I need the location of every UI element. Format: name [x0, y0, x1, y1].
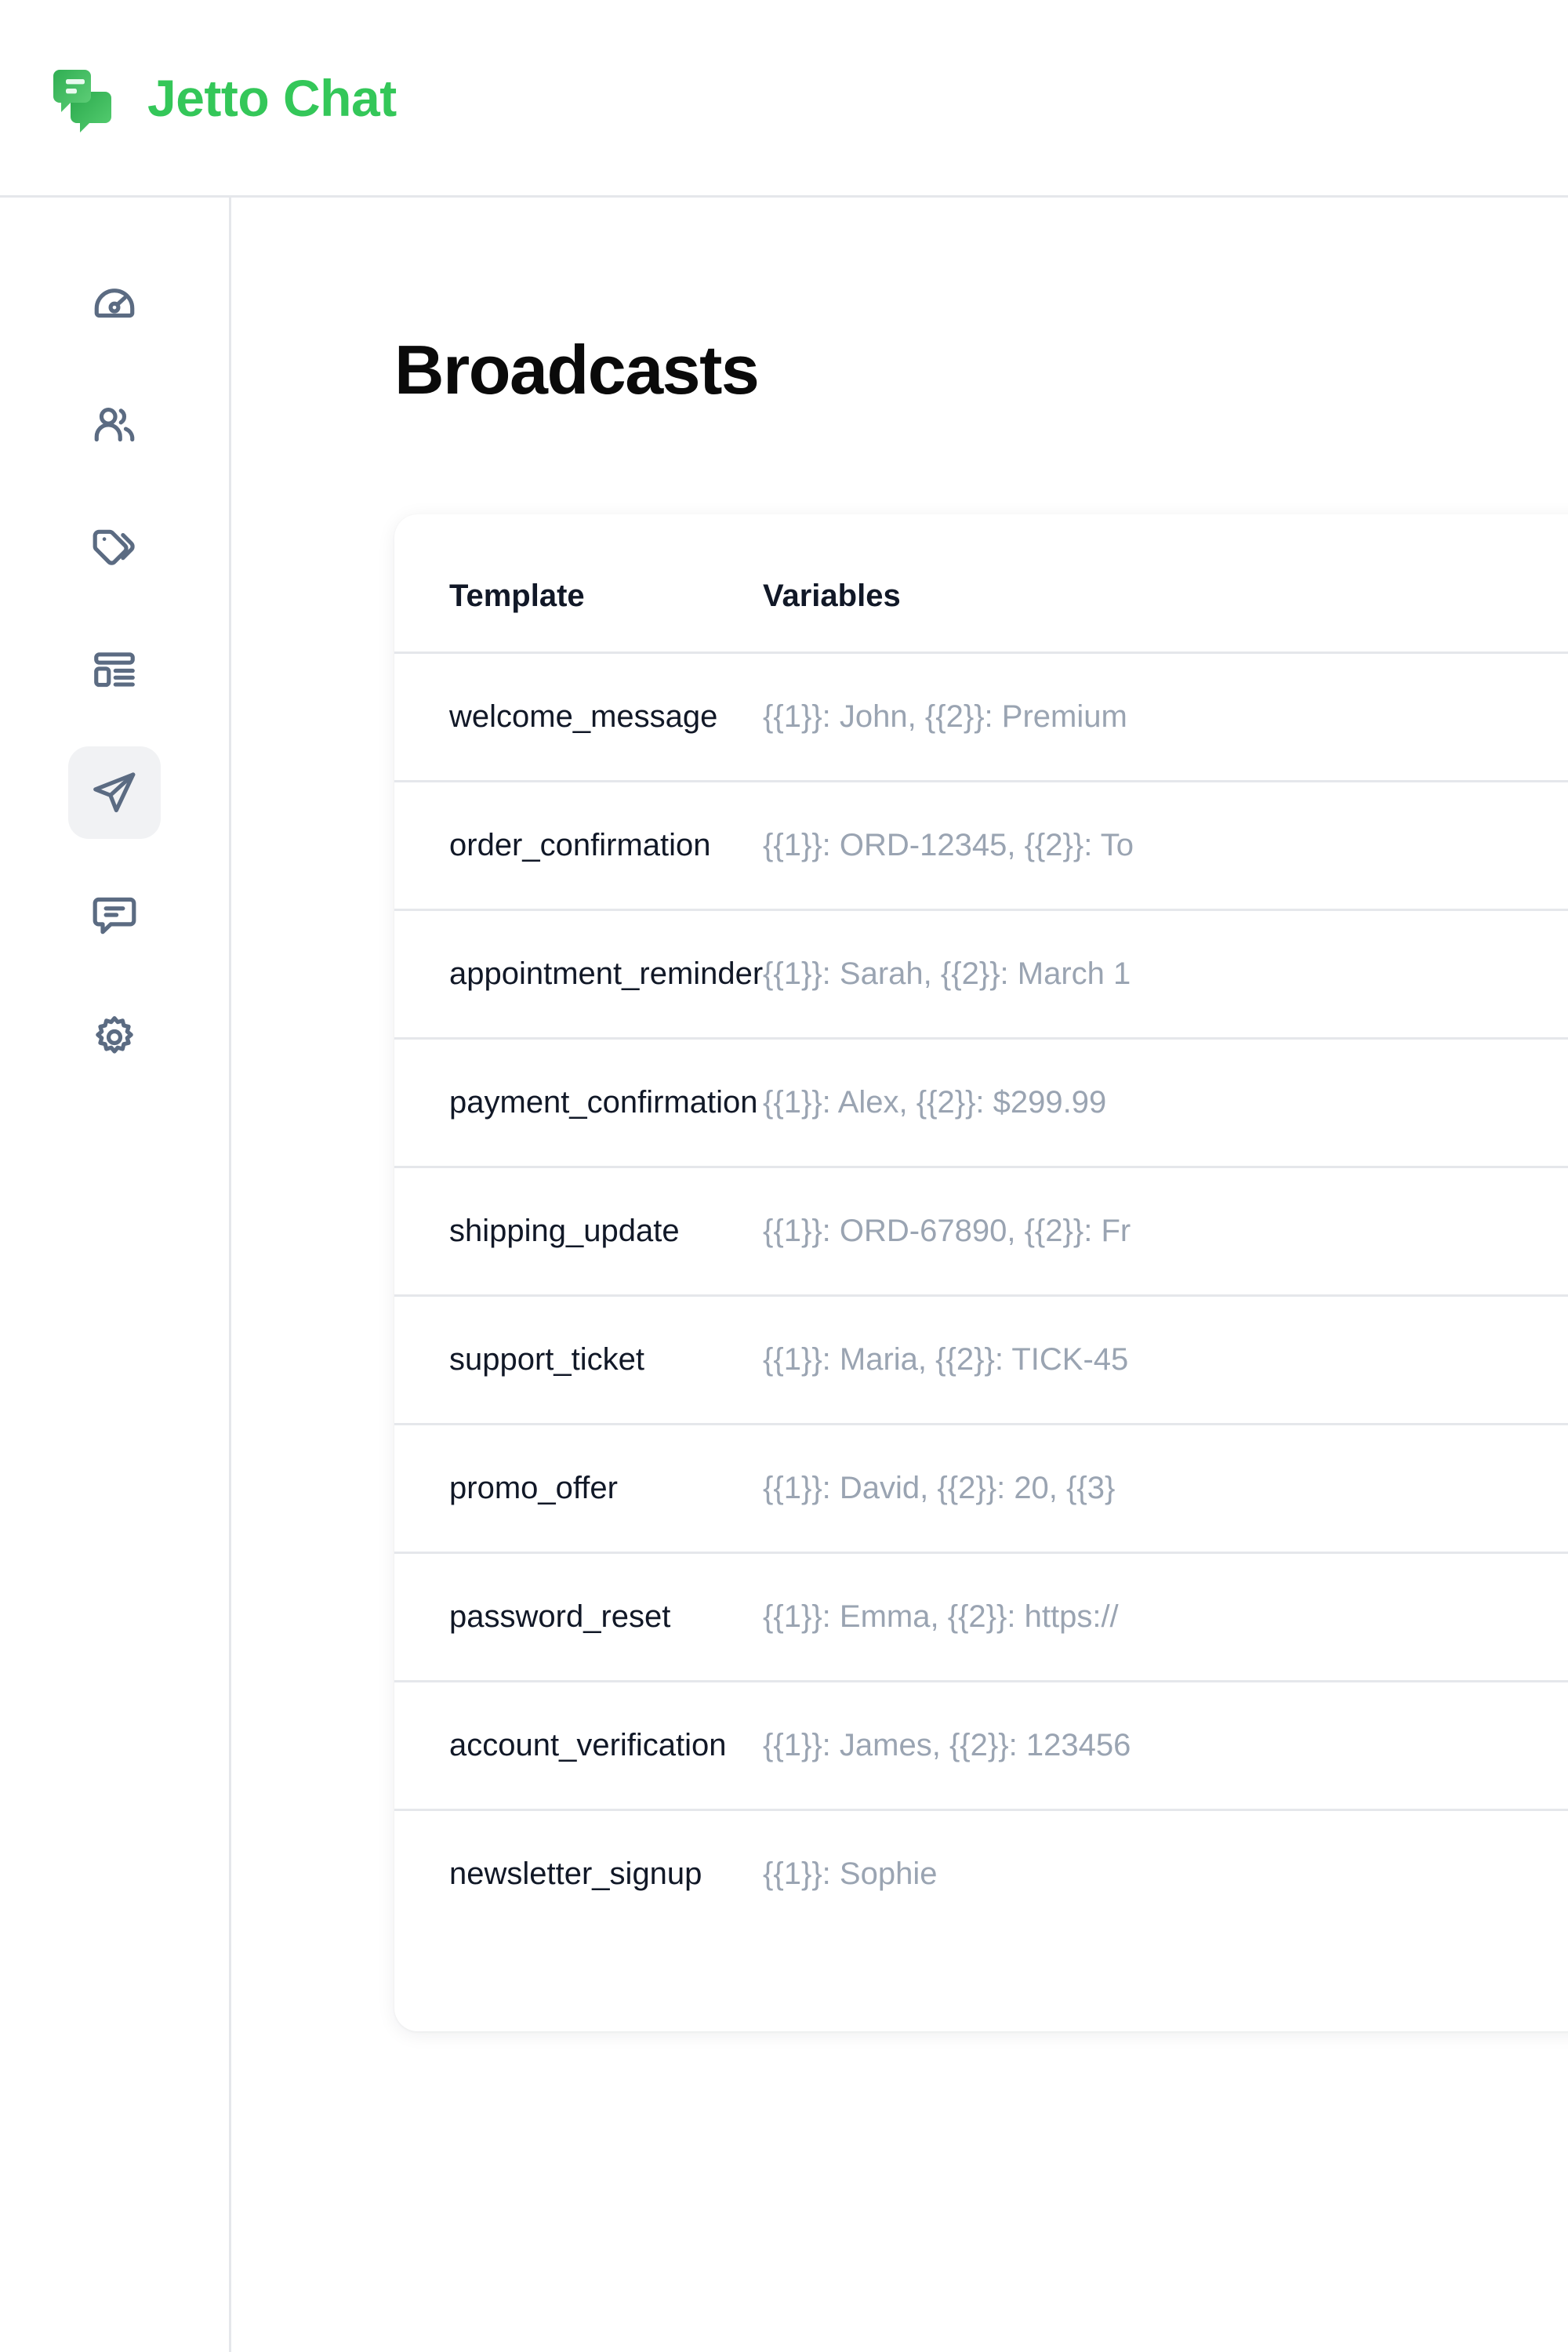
templates-table: Template Variables welcome_message{{1}}:… [394, 514, 1568, 1937]
sidebar-item-settings[interactable] [68, 991, 161, 1083]
table-row[interactable]: account_verification{{1}}: James, {{2}}:… [394, 1681, 1568, 1811]
cell-variables: {{1}}: John, {{2}}: Premium [763, 652, 1568, 782]
cell-variables: {{1}}: Sarah, {{2}}: March 1 [763, 909, 1568, 1040]
cell-template-name: account_verification [394, 1681, 763, 1811]
cell-variables: {{1}}: ORD-67890, {{2}}: Fr [763, 1167, 1568, 1297]
cell-variables: {{1}}: Sophie [763, 1857, 938, 1891]
sidebar-item-dashboard[interactable] [68, 257, 161, 350]
sidebar-item-templates[interactable] [68, 624, 161, 717]
table-row[interactable]: appointment_reminder{{1}}: Sarah, {{2}}:… [394, 909, 1568, 1040]
cell-template-name: welcome_message [394, 652, 763, 782]
sidebar-item-broadcasts[interactable] [68, 746, 161, 839]
column-header-variables: Variables [763, 514, 1568, 654]
cell-template-name: password_reset [394, 1552, 763, 1682]
send-icon [93, 772, 136, 813]
main-content: Broadcasts Template Variables welcome_me… [231, 198, 1568, 2352]
cell-variables: {{1}}: Emma, {{2}}: https:// [763, 1552, 1568, 1682]
table-head: Template Variables [394, 514, 1568, 654]
table-body: welcome_message{{1}}: John, {{2}}: Premi… [394, 652, 1568, 1938]
cell-template-name: appointment_reminder [394, 909, 763, 1040]
page-title: Broadcasts [394, 331, 760, 408]
cell-variables: {{1}}: ORD-12345, {{2}}: To [763, 781, 1568, 911]
brand[interactable]: Jetto Chat [45, 60, 397, 136]
cell-template-name: payment_confirmation [394, 1038, 763, 1168]
sidebar-item-messages[interactable] [68, 869, 161, 961]
column-header-template: Template [394, 514, 763, 654]
table-row[interactable]: payment_confirmation{{1}}: Alex, {{2}}: … [394, 1038, 1568, 1168]
tags-icon [93, 529, 135, 565]
templates-card: Template Variables welcome_message{{1}}:… [394, 514, 1568, 2031]
gauge-icon [94, 289, 135, 318]
table-row[interactable]: newsletter_signup {{1}}: Sophie [394, 1810, 1568, 1938]
cell-template-name: newsletter_signup [449, 1857, 702, 1891]
table-header-row: Template Variables [394, 514, 1568, 654]
cell-variables: {{1}}: Maria, {{2}}: TICK-45 [763, 1295, 1568, 1425]
sidebar-item-contacts[interactable] [68, 379, 161, 472]
chat-icon [93, 897, 136, 935]
cell-variables: {{1}}: Alex, {{2}}: $299.99 [763, 1038, 1568, 1168]
cell-variables: {{1}}: David, {{2}}: 20, {{3} [763, 1424, 1568, 1554]
brand-name: Jetto Chat [147, 68, 397, 127]
app-body: Broadcasts Template Variables welcome_me… [0, 198, 1568, 2352]
cell-template-name: promo_offer [394, 1424, 763, 1554]
table-row[interactable]: order_confirmation{{1}}: ORD-12345, {{2}… [394, 781, 1568, 911]
table-row[interactable]: promo_offer{{1}}: David, {{2}}: 20, {{3} [394, 1424, 1568, 1554]
table-row[interactable]: welcome_message{{1}}: John, {{2}}: Premi… [394, 652, 1568, 782]
sidebar-item-tags[interactable] [68, 502, 161, 594]
cell-template-name: order_confirmation [394, 781, 763, 911]
cell-template-name: support_ticket [394, 1295, 763, 1425]
chat-bubbles-icon [53, 69, 111, 132]
table-row[interactable]: shipping_update{{1}}: ORD-67890, {{2}}: … [394, 1167, 1568, 1297]
table-row[interactable]: support_ticket{{1}}: Maria, {{2}}: TICK-… [394, 1295, 1568, 1425]
gear-icon [96, 1016, 133, 1054]
cell-template-name: shipping_update [394, 1167, 763, 1297]
layout-icon [94, 652, 135, 688]
app-header: Jetto Chat [0, 0, 1568, 198]
users-icon [94, 408, 135, 442]
cell-variables: {{1}}: James, {{2}}: 123456 [763, 1681, 1568, 1811]
sidebar-nav [0, 198, 231, 2352]
table-row[interactable]: password_reset{{1}}: Emma, {{2}}: https:… [394, 1552, 1568, 1682]
